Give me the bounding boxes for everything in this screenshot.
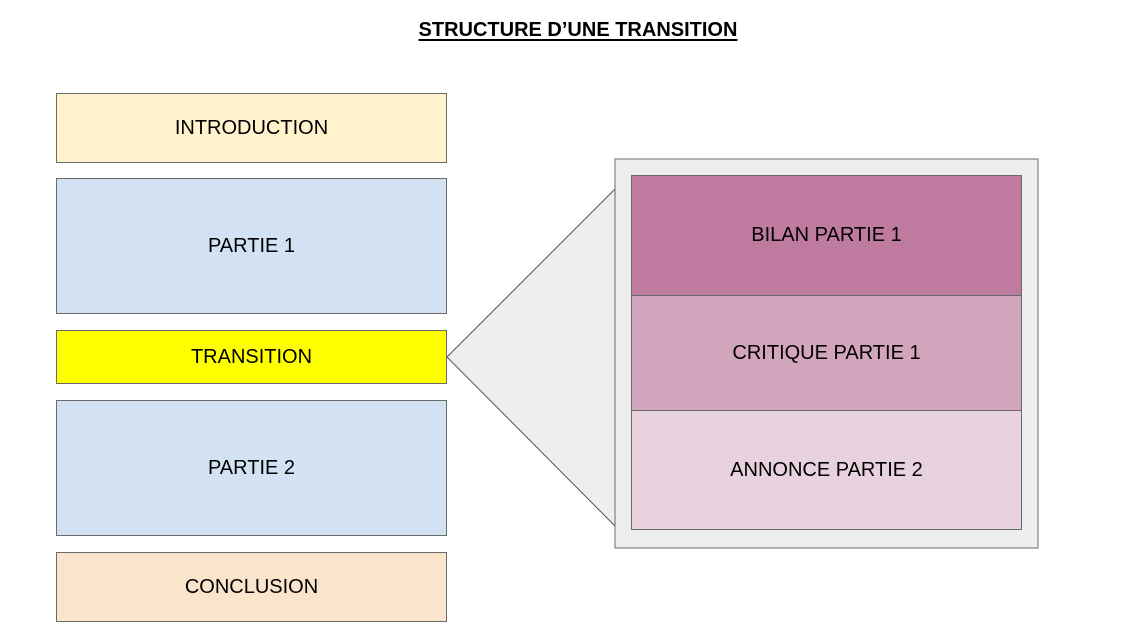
- box-bilan-partie-1: BILAN PARTIE 1: [631, 175, 1022, 296]
- box-critique-partie-1: CRITIQUE PARTIE 1: [631, 295, 1022, 411]
- box-transition: TRANSITION: [56, 330, 447, 384]
- callout-line-top: [446, 188, 616, 358]
- box-conclusion: CONCLUSION: [56, 552, 447, 622]
- box-partie-1-label: PARTIE 1: [207, 234, 296, 257]
- box-introduction-label: INTRODUCTION: [174, 116, 329, 139]
- box-critique-label: CRITIQUE PARTIE 1: [732, 341, 921, 364]
- box-annonce-label: ANNONCE PARTIE 2: [730, 458, 923, 481]
- box-partie-1: PARTIE 1: [56, 178, 447, 314]
- box-annonce-partie-2: ANNONCE PARTIE 2: [631, 410, 1022, 530]
- box-bilan-label: BILAN PARTIE 1: [751, 224, 902, 246]
- box-partie-2-label: PARTIE 2: [207, 456, 296, 479]
- box-introduction: INTRODUCTION: [56, 93, 447, 163]
- box-conclusion-label: CONCLUSION: [184, 575, 319, 598]
- box-transition-label: TRANSITION: [190, 345, 313, 368]
- callout-line-bottom: [446, 356, 616, 527]
- box-partie-2: PARTIE 2: [56, 400, 447, 536]
- callout-wedge: [447, 189, 615, 526]
- diagram-title: STRUCTURE D’UNE TRANSITION: [418, 19, 738, 41]
